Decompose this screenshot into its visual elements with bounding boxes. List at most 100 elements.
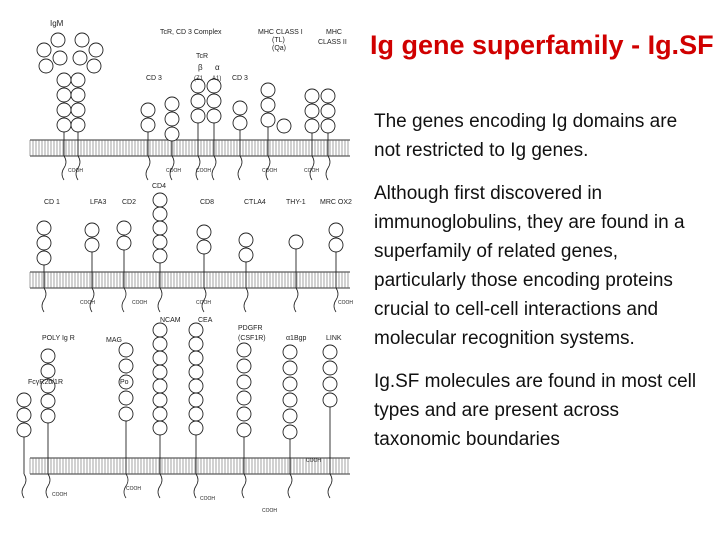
ig-domain — [188, 378, 204, 394]
ig-domain — [56, 102, 72, 118]
label-tcr: TcR — [196, 53, 208, 60]
ig-domain — [236, 406, 252, 422]
ig-domain — [16, 422, 32, 438]
label-qa: (Qa) — [272, 45, 286, 52]
ig-domain — [188, 336, 204, 352]
label-ctla4: CTLA4 — [244, 199, 266, 206]
ig-domain — [328, 237, 344, 253]
ig-domain — [188, 364, 204, 380]
label-thy1: THY-1 — [286, 199, 306, 206]
ig-domain — [140, 102, 156, 118]
ig-domain — [164, 126, 180, 142]
label-alpha1bgp: α1Bgp — [286, 335, 307, 342]
cytoplasmic-tail — [265, 155, 271, 181]
ig-domain — [260, 82, 276, 98]
cooh-label: COOH — [126, 486, 141, 492]
ig-domain — [320, 103, 336, 119]
cytoplasmic-tail — [121, 287, 127, 313]
ig-domain — [40, 378, 56, 394]
ig-domain — [36, 220, 52, 236]
ig-domain — [206, 108, 222, 124]
ig-domain — [328, 222, 344, 238]
ig-domain — [140, 117, 156, 133]
ig-domain — [56, 87, 72, 103]
ig-domain — [164, 96, 180, 112]
cooh-label: COOH — [200, 496, 215, 502]
cooh-label: COOH — [52, 492, 67, 498]
label-a1: A1) — [212, 76, 221, 82]
ig-domain — [118, 390, 134, 406]
ig-domain — [282, 392, 298, 408]
label-link: LINK — [326, 335, 342, 342]
label-cd3-right: CD 3 — [232, 75, 248, 82]
ig-domain — [38, 58, 54, 74]
ig-domain — [74, 32, 90, 48]
cytoplasmic-tail — [193, 473, 199, 499]
label-lfa3: LFA3 — [90, 199, 106, 206]
label-cd4: CD4 — [152, 183, 166, 190]
ig-domain — [190, 78, 206, 94]
ig-domain — [16, 392, 32, 408]
ig-domain — [56, 72, 72, 88]
cooh-label: COOH — [196, 300, 211, 306]
cytoplasmic-tail — [169, 155, 175, 181]
cytoplasmic-tail — [195, 155, 201, 181]
ig-domain — [320, 88, 336, 104]
ig-domain — [152, 206, 168, 222]
ig-domain — [152, 364, 168, 380]
ig-domain — [86, 58, 102, 74]
ig-domain — [206, 78, 222, 94]
ig-domain — [320, 118, 336, 134]
ig-domain — [190, 108, 206, 124]
ig-domain — [236, 342, 252, 358]
label-mhc-class-2b: CLASS II — [318, 39, 347, 46]
ig-domain — [282, 360, 298, 376]
ig-domain — [36, 250, 52, 266]
lipid-bilayer — [29, 458, 349, 474]
ig-domain — [40, 393, 56, 409]
ig-domain — [236, 358, 252, 374]
ig-domain — [70, 87, 86, 103]
ig-domain — [152, 350, 168, 366]
cooh-label: COOH — [262, 508, 277, 514]
ig-domain — [70, 102, 86, 118]
lipid-bilayer — [29, 140, 349, 156]
cytoplasmic-tail — [75, 155, 81, 181]
ig-domain — [152, 336, 168, 352]
ig-domain — [322, 392, 338, 408]
ig-domain — [282, 424, 298, 440]
ig-domain — [232, 115, 248, 131]
cytoplasmic-tail — [293, 287, 299, 313]
label-tcr-cd3-complex: TcR, CD 3 Complex — [160, 29, 222, 36]
ig-domain — [152, 248, 168, 264]
ig-domain — [84, 222, 100, 238]
ig-domain — [206, 93, 222, 109]
cooh-label: COOH — [166, 168, 181, 174]
ig-domain — [164, 111, 180, 127]
ig-domain — [152, 420, 168, 436]
slide-body: The genes encoding Ig domains are not re… — [374, 107, 704, 468]
molecules — [16, 32, 344, 499]
label-csf1r: (CSF1R) — [238, 335, 266, 342]
ig-domain — [322, 376, 338, 392]
ig-domain — [188, 406, 204, 422]
ig-domain — [152, 378, 168, 394]
ig-domain — [322, 360, 338, 376]
lipid-bilayer — [29, 272, 349, 288]
ig-domain — [88, 42, 104, 58]
figure-labels: IgM TcR, CD 3 Complex MHC CLASS I (TL) (… — [28, 19, 353, 514]
membranes — [29, 139, 350, 475]
label-ncam: NCAM — [160, 317, 181, 324]
cytoplasmic-tail — [327, 473, 333, 499]
label-alpha: α — [215, 63, 220, 72]
cytoplasmic-tail — [333, 287, 339, 313]
ig-domain — [70, 72, 86, 88]
ig-domain — [188, 322, 204, 338]
ig-domain — [16, 407, 32, 423]
ig-domain — [116, 235, 132, 251]
ig-domain — [40, 408, 56, 424]
ig-domain — [238, 247, 254, 263]
ig-domain — [50, 32, 66, 48]
ig-domain — [260, 112, 276, 128]
ig-domain — [304, 103, 320, 119]
